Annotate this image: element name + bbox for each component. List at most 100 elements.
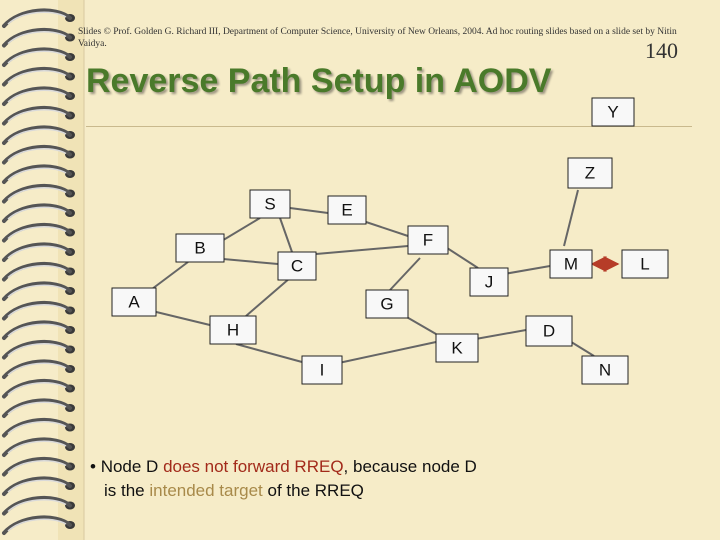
binding-ring: [2, 8, 72, 28]
node-a-label: A: [128, 293, 140, 312]
binding-ring: [2, 105, 72, 126]
bullet-line-1: • Node D does not forward RREQ, because …: [90, 455, 610, 479]
binding-ring-highlight: [7, 148, 67, 162]
binding-ring-highlight: [7, 421, 67, 435]
binding-ring-highlight: [7, 382, 67, 396]
binding-ring-highlight: [7, 323, 67, 337]
binding-ring: [2, 378, 72, 399]
binding-ring-highlight: [7, 499, 67, 513]
binding-ring-highlight: [7, 187, 67, 201]
node-s-label: S: [264, 195, 275, 214]
node-m: M: [549, 249, 593, 279]
node-i: I: [301, 355, 343, 385]
bullet-text-node-d: Node D: [100, 457, 164, 476]
binding-ring-highlight: [7, 401, 67, 415]
bullet-highlight-intended-target: intended target: [149, 481, 263, 500]
edge-s-e: [289, 207, 329, 214]
edge-z-m: [563, 189, 579, 247]
bullet-line-2: is the intended target of the RREQ: [90, 479, 610, 503]
binding-ring-highlight: [7, 167, 67, 181]
binding-ring-highlight: [7, 518, 67, 532]
title-divider: [86, 126, 692, 127]
binding-ring: [2, 417, 72, 438]
node-i-label: I: [320, 361, 325, 380]
binding-ring-highlight: [7, 206, 67, 220]
node-j-label: J: [485, 273, 494, 292]
bullet-highlight-does-not-forward: does not forward: [163, 457, 290, 476]
binding-ring: [2, 222, 72, 243]
binding-ring: [2, 281, 72, 301]
node-n-label: N: [599, 361, 611, 380]
binding-ring-highlight: [7, 50, 67, 64]
node-h: H: [209, 315, 257, 345]
page-number: 140: [645, 38, 678, 63]
edge-k-d: [469, 329, 527, 341]
edge-h-i: [235, 343, 303, 363]
node-b: B: [175, 233, 225, 263]
binding-ring: [2, 339, 72, 360]
binding-ring: [2, 203, 72, 223]
binding-ring-highlight: [7, 460, 67, 474]
binding-ring: [2, 320, 72, 340]
node-f: F: [407, 225, 449, 255]
slide-title: Reverse Path Setup in AODV: [86, 62, 552, 100]
node-c-label: C: [291, 257, 303, 276]
node-k: K: [435, 333, 479, 363]
edge-a-h: [147, 309, 215, 327]
node-g-label: G: [380, 295, 393, 314]
binding-ring-highlight: [7, 362, 67, 376]
binding-ring: [2, 300, 72, 321]
node-h-label: H: [227, 321, 239, 340]
edge-c-h: [245, 277, 291, 317]
edge-i-k: [333, 341, 437, 365]
edge-c-f: [315, 245, 409, 255]
edge-e-f: [359, 219, 409, 237]
bullet-text-of-rreq: of the RREQ: [262, 481, 364, 500]
edge-j-m: [503, 265, 551, 275]
binding-ring: [2, 144, 72, 165]
header-credits: Slides © Prof. Golden G. Richard III, De…: [78, 27, 677, 49]
node-c: C: [277, 251, 317, 281]
nodes: S E B F C M L: [111, 97, 669, 385]
binding-ring-highlight: [7, 245, 67, 259]
binding-ring-highlight: [7, 109, 67, 123]
node-n: N: [581, 355, 629, 385]
binding-ring: [2, 261, 72, 282]
node-f-label: F: [423, 231, 433, 250]
binding-ring-highlight: [7, 89, 67, 103]
node-e-label: E: [341, 201, 352, 220]
binding-ring-highlight: [7, 128, 67, 142]
spiral-binding: [2, 0, 85, 540]
bullet-text-because: , because node D: [343, 457, 477, 476]
binding-ring-highlight: [7, 479, 67, 493]
binding-ring-highlight: [7, 343, 67, 357]
node-s: S: [249, 189, 291, 219]
node-y-label: Y: [607, 103, 618, 122]
edge-s-c: [279, 217, 293, 253]
binding-ring: [2, 476, 72, 496]
binding-ring-highlight: [7, 440, 67, 454]
binding-ring: [2, 456, 72, 477]
binding-ring: [2, 183, 72, 204]
binding-ring-highlight: [7, 70, 67, 84]
binding-ring-highlight: [7, 11, 67, 25]
node-z-label: Z: [585, 164, 595, 183]
node-g: G: [365, 289, 409, 319]
node-b-label: B: [194, 239, 205, 258]
binding-ring-highlight: [7, 284, 67, 298]
node-e: E: [327, 195, 367, 225]
binding-ring: [2, 125, 72, 145]
binding-ring: [2, 66, 72, 87]
node-d: D: [525, 315, 573, 347]
node-l-label: L: [640, 255, 649, 274]
edge-f-g: [389, 257, 421, 291]
node-d-label: D: [543, 322, 555, 341]
node-k-label: K: [451, 339, 463, 358]
bullet-highlight-rreq: RREQ: [289, 457, 344, 476]
bullet-text-is-the: is the: [104, 481, 150, 500]
edge-f-j: [443, 245, 479, 269]
binding-ring: [2, 398, 72, 418]
binding-ring-highlight: [7, 304, 67, 318]
